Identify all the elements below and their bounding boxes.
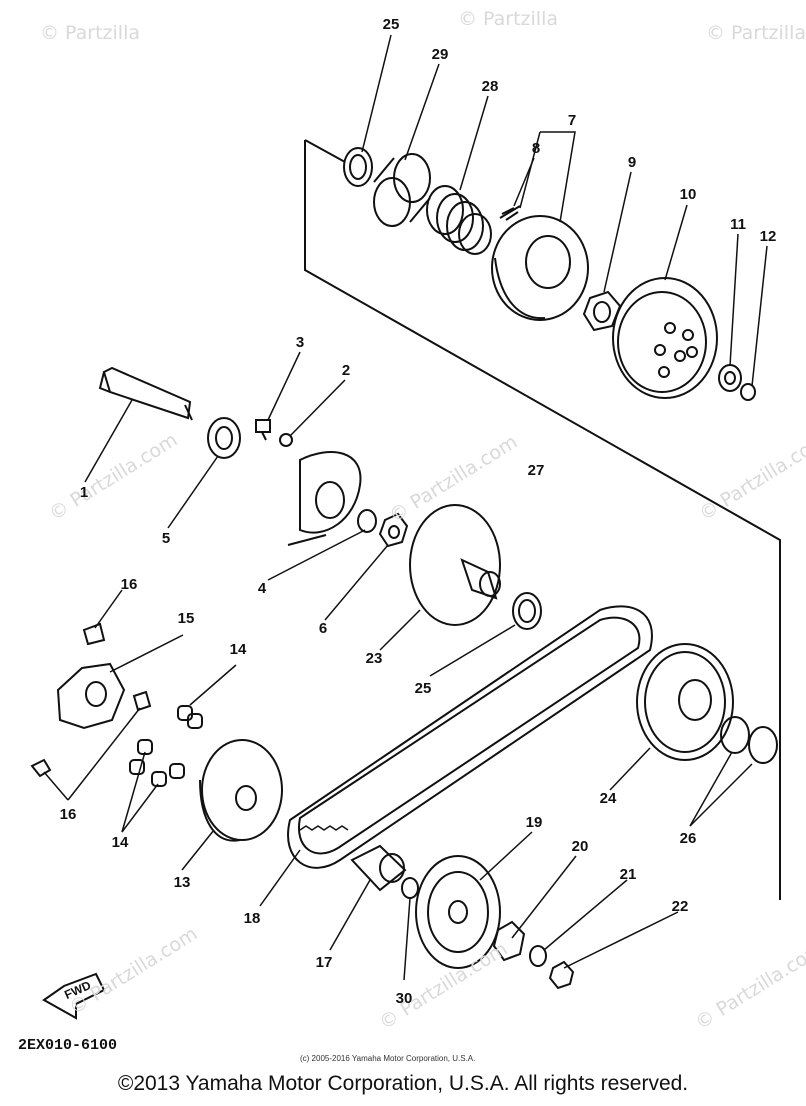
part-label: 2 (341, 362, 351, 379)
watermark: © Partzilla (706, 22, 806, 44)
part-22-nut (548, 960, 575, 990)
part-label: 6 (318, 620, 328, 637)
part-2-washer (279, 433, 293, 447)
part-6-nut (378, 512, 409, 548)
part-25-seal (343, 147, 373, 187)
part-label: 3 (295, 334, 305, 351)
part-label: 12 (759, 228, 777, 245)
part-1-shaft (98, 366, 193, 421)
part-label: 20 (571, 838, 589, 855)
copyright-notice: ©2013 Yamaha Motor Corporation, U.S.A. A… (117, 1072, 689, 1095)
part-15-cam (56, 662, 126, 730)
part-14-rollers (129, 705, 203, 787)
fwd-arrow-icon (42, 972, 106, 1020)
part-8-screw (499, 205, 521, 221)
part-18-v-belt (287, 605, 653, 869)
part-label: 11 (730, 216, 746, 233)
part-label: 1 (79, 484, 89, 501)
part-label: 16 (59, 806, 77, 823)
part-10-clutch-housing (612, 277, 718, 399)
part-label: 14 (111, 834, 129, 851)
part-29-collar (373, 153, 431, 227)
part-label: 8 (531, 140, 541, 157)
part-label: 25 (414, 680, 432, 697)
part-label: 22 (671, 898, 689, 915)
assembly-outline (304, 139, 781, 900)
small-copyright: (c) 2005-2016 Yamaha Motor Corporation, … (300, 1054, 476, 1063)
part-label: 19 (525, 814, 543, 831)
part-label: 13 (173, 874, 191, 891)
part-16-slider-left (30, 758, 52, 778)
part-label: 4 (257, 580, 267, 597)
part-label: 14 (229, 641, 247, 658)
part-13-primary-sheave (199, 739, 283, 842)
watermark: © Partzilla (458, 8, 559, 30)
part-label: 24 (599, 790, 617, 807)
part-label: 15 (177, 610, 195, 627)
leader-lines (43, 34, 768, 981)
part-21-washer (529, 945, 547, 967)
part-label: 18 (243, 910, 261, 927)
part-26-washer-a (720, 716, 750, 754)
part-label: 10 (679, 186, 697, 203)
part-17-collar (350, 844, 407, 892)
cover-plate (287, 451, 362, 546)
part-label: 5 (161, 530, 171, 547)
part-label: 28 (481, 78, 499, 95)
part-11-nut (718, 364, 742, 392)
part-label: 29 (431, 46, 449, 63)
part-label: 21 (619, 866, 637, 883)
part-7-clutch-carrier (491, 215, 589, 321)
part-label: 27 (527, 462, 545, 479)
part-28-spring (426, 185, 492, 255)
part-26-washer-b (748, 726, 778, 764)
part-16-slider-top (82, 622, 106, 646)
part-label: 30 (395, 990, 413, 1007)
part-label: 7 (567, 112, 577, 129)
part-24-secondary-sheave (636, 643, 734, 761)
diagram-code: 2EX010-6100 (18, 1037, 118, 1054)
part-4-washer (357, 509, 377, 533)
part-19-fan (415, 855, 501, 969)
part-label: 17 (315, 954, 333, 971)
part-label: 16 (120, 576, 138, 593)
part-5-bearing (207, 417, 241, 459)
part-25-seal-lower (512, 592, 542, 630)
part-12-washer (740, 383, 756, 401)
part-30-washer (401, 877, 419, 899)
watermark: © Partzilla (40, 22, 141, 44)
part-label: 25 (382, 16, 400, 33)
part-label: 26 (679, 830, 697, 847)
part-23-sheave (409, 504, 501, 626)
part-20-nut (492, 920, 526, 962)
part-16-slider-right (132, 690, 152, 712)
part-9-nut (582, 290, 622, 332)
part-label: 9 (627, 154, 637, 171)
part-label: 23 (365, 650, 383, 667)
part-3-bolt (255, 419, 271, 441)
